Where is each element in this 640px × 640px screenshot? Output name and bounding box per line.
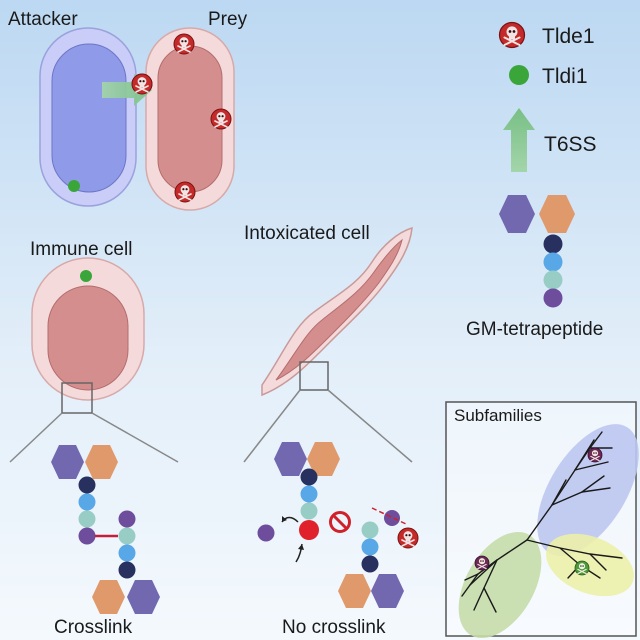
phylogenetic-tree — [458, 424, 639, 639]
immunity-protein-icon — [80, 270, 92, 282]
subfamily-immunity-toxin-icon — [574, 560, 590, 576]
subfamilies-label: Subfamilies — [454, 406, 542, 425]
intoxicated-cell — [243, 226, 413, 463]
cleavage-site — [299, 520, 319, 540]
legend-t6ss-label: T6SS — [544, 133, 597, 156]
prohibition-icon — [329, 511, 351, 533]
attacker-label: Attacker — [8, 9, 78, 30]
zoom-box — [299, 361, 329, 391]
immune-cell — [9, 257, 179, 463]
immunity-protein-icon — [68, 180, 80, 192]
legend — [498, 21, 535, 172]
legend-toxin-icon — [498, 21, 526, 49]
legend-gm-tetrapeptide-label: GM-tetrapeptide — [466, 319, 604, 340]
legend-toxin-label: Tlde1 — [542, 25, 595, 48]
prey-label: Prey — [208, 9, 248, 30]
blocked-peptidoglycan — [338, 507, 419, 608]
zoom-box — [61, 382, 93, 414]
toxin-icon — [174, 181, 196, 203]
toxin-icon — [173, 33, 195, 55]
legend-immunity-label: Tldi1 — [542, 65, 588, 88]
prey-cell — [131, 27, 235, 211]
toxin-icon — [397, 527, 419, 549]
subfamily-toxin-icon — [474, 555, 490, 571]
legend-immunity-icon — [509, 65, 529, 85]
toxin-icon — [131, 73, 153, 95]
cleaved-peptidoglycan — [257, 442, 340, 563]
no-crosslink-label: No crosslink — [282, 617, 386, 638]
legend-gm-tetrapeptide-icon — [499, 195, 575, 308]
crosslink-label: Crosslink — [54, 617, 133, 638]
toxin-icon — [210, 108, 232, 130]
crosslinked-peptidoglycan — [51, 445, 160, 614]
legend-secretion-arrow-icon — [503, 108, 535, 172]
intoxicated-cell-label: Intoxicated cell — [244, 223, 370, 244]
subfamily-toxin-icon — [587, 447, 603, 463]
attacker-cell — [39, 27, 137, 207]
immune-cell-label: Immune cell — [30, 239, 133, 260]
released-amino-acid — [257, 524, 275, 542]
